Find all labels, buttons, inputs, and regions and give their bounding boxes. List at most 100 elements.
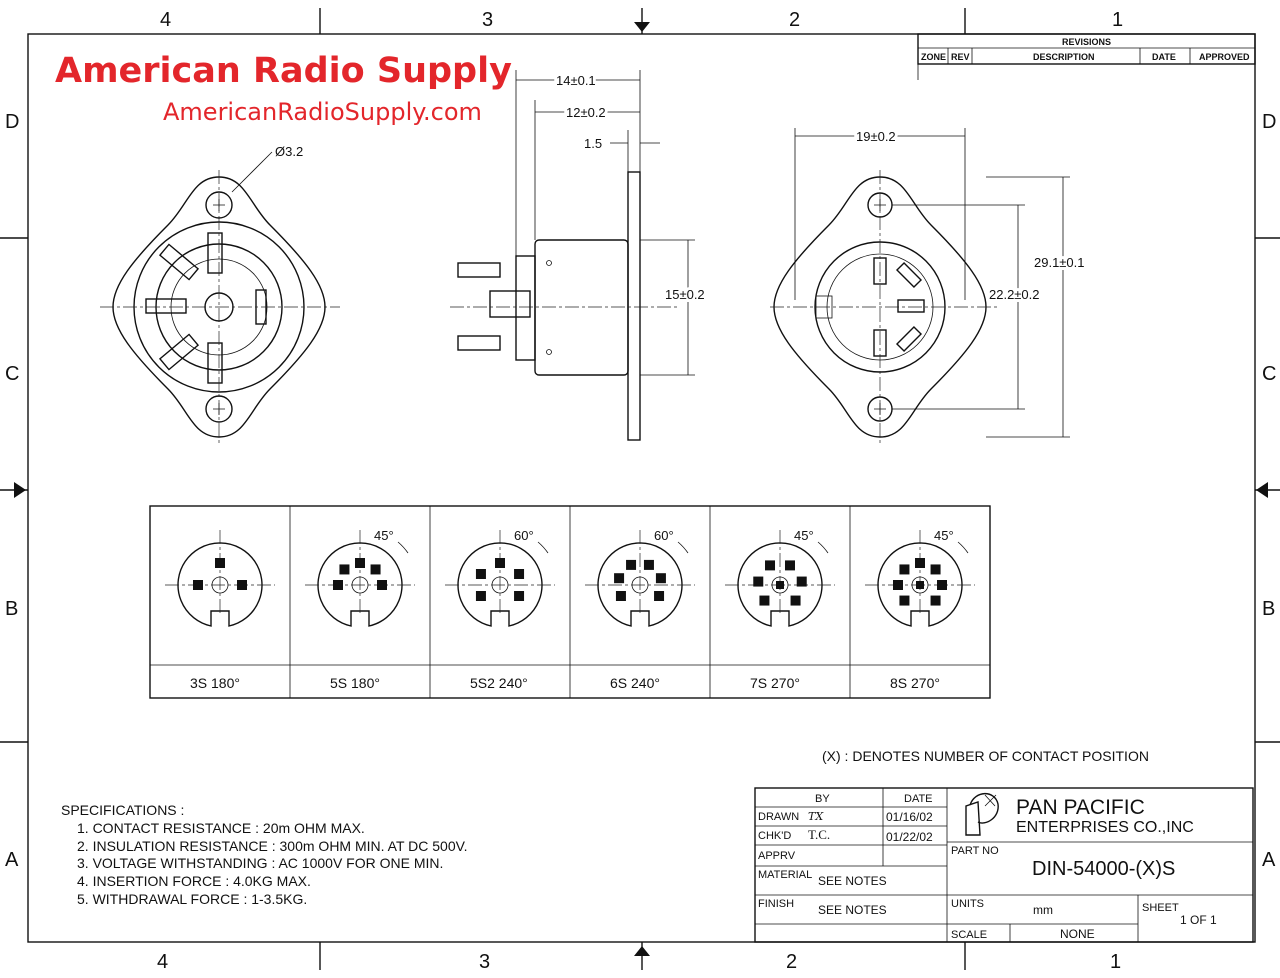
contact-pin [765,560,776,571]
contact-pin [370,564,381,575]
pin-layout-label: 5S 180° [330,675,380,691]
pin-angle-label: 45° [934,528,954,543]
contact-pin [339,564,350,575]
units-value: mm [1033,903,1053,917]
socket-outline [877,542,963,627]
checked-date: 01/22/02 [886,830,933,844]
company-logo [965,792,999,836]
contact-position-note: (X) : DENOTES NUMBER OF CONTACT POSITION [822,748,1149,764]
contact-pin [916,581,924,589]
contact-pin [626,559,637,570]
spec-item: 2. INSULATION RESISTANCE : 300m OHM MIN.… [77,838,468,854]
finish-label: FINISH [758,898,794,910]
zone-col-bottom: 2 [786,951,797,973]
material-value: SEE NOTES [818,874,887,888]
contact-pin [514,569,525,579]
contact-pin [654,591,665,601]
side-view: 14±0.1 12±0.2 1.5 15±0.2 [450,70,708,441]
contact-pin [475,591,486,601]
contact-pin [215,558,225,568]
part-number: DIN-54000-(X)S [1032,858,1175,880]
contact-pin [753,576,764,587]
spec-item: 1. CONTACT RESISTANCE : 20m OHM MAX. [77,820,365,836]
pin-layout-label: 5S2 240° [470,675,528,691]
contact-pin [615,591,626,601]
contact-pin [614,573,625,584]
contact-pin [930,564,941,575]
contact-pin [514,591,525,601]
center-mark-left [14,482,26,498]
contact-pin [937,580,947,590]
pin-layout-cell: 3S 180° [165,530,275,691]
drawn-date: 01/16/02 [886,810,933,824]
socket-outline [457,542,543,627]
zone-col-bottom: 3 [479,951,490,973]
dim-body-depth: 12±0.2 [566,105,606,120]
contact-pin [475,569,486,579]
dim-hole-spacing: 22.2±0.2 [989,287,1040,302]
contact-pin [377,580,387,590]
revisions-table: REVISIONS ZONE REV DESCRIPTION DATE APPR… [917,33,1256,80]
dim-overall-depth: 14±0.1 [556,73,596,88]
rev-col-date: DATE [1152,52,1176,62]
spec-item: 5. WITHDRAWAL FORCE : 1-3.5KG. [77,891,307,907]
zone-row-left: A [5,849,19,871]
contact-pin [655,573,666,584]
brand-url[interactable]: AmericanRadioSupply.com [163,98,482,126]
pin-layout-cell: 60° 5S2 240° [429,506,555,698]
sheet-label: SHEET [1142,902,1179,914]
contact-pin [193,580,203,590]
pin-layout-cell: 45°7S 270° [709,506,835,698]
contact-pin [893,580,903,590]
contact-pin [776,581,784,589]
by-header: BY [815,793,830,805]
scale-label: SCALE [951,929,987,941]
zone-col-top: 4 [160,9,171,31]
part-no-label: PART NO [951,845,999,857]
pin-layout-cell: 45°5S 180° [289,506,415,698]
zone-row-right: A [1262,849,1276,871]
specifications-title: SPECIFICATIONS : [61,802,184,818]
sheet-value: 1 OF 1 [1180,913,1217,927]
zone-col-bottom: 1 [1110,951,1121,973]
material-label: MATERIAL [758,869,812,881]
zone-row-left: C [5,363,19,385]
socket-outline [597,542,683,627]
spec-item: 3. VOLTAGE WITHSTANDING : AC 1000V FOR O… [77,855,443,871]
socket-outline [177,542,263,627]
contact-pin [784,560,795,571]
center-mark-top [634,22,650,32]
contact-pin [759,595,770,606]
rear-view: Ø3.2 [100,144,340,445]
front-view: 19±0.2 22.2±0.2 29.1±0.1 [770,126,1088,445]
dim-body-dia: 19±0.2 [856,129,896,144]
contact-pin [930,595,941,606]
zone-col-top: 3 [482,9,493,31]
pin-layout-label: 3S 180° [190,675,240,691]
contact-pin [355,558,365,568]
dim-hole-dia: Ø3.2 [275,144,303,159]
socket-outline [737,542,823,627]
rev-col-description: DESCRIPTION [1033,52,1095,62]
company-name-line2: ENTERPRISES CO.,INC [1016,819,1194,836]
zone-row-left: B [5,598,18,620]
dim-flange-height: 29.1±0.1 [1034,255,1085,270]
pin-angle-label: 60° [514,528,534,543]
date-header: DATE [904,793,933,805]
spec-item: 4. INSERTION FORCE : 4.0KG MAX. [77,873,311,889]
zone-col-top: 2 [789,9,800,31]
company-name-line1: PAN PACIFIC [1016,796,1145,819]
checked-label: CHK'D [758,830,791,842]
contact-pin [899,595,910,606]
checked-by: T.C. [808,827,830,842]
contact-pin [495,558,505,568]
contact-pin [333,580,343,590]
finish-value: SEE NOTES [818,903,887,917]
pin-layout-table: 3S 180°45°5S 180°60°5S2 240°60°6S 240°45… [149,505,991,699]
zone-col-top: 1 [1112,9,1123,31]
pin-layout-label: 8S 270° [890,675,940,691]
pin-angle-label: 60° [654,528,674,543]
units-label: UNITS [951,898,984,910]
zone-col-bottom: 4 [157,951,168,973]
contact-pin [899,564,910,575]
